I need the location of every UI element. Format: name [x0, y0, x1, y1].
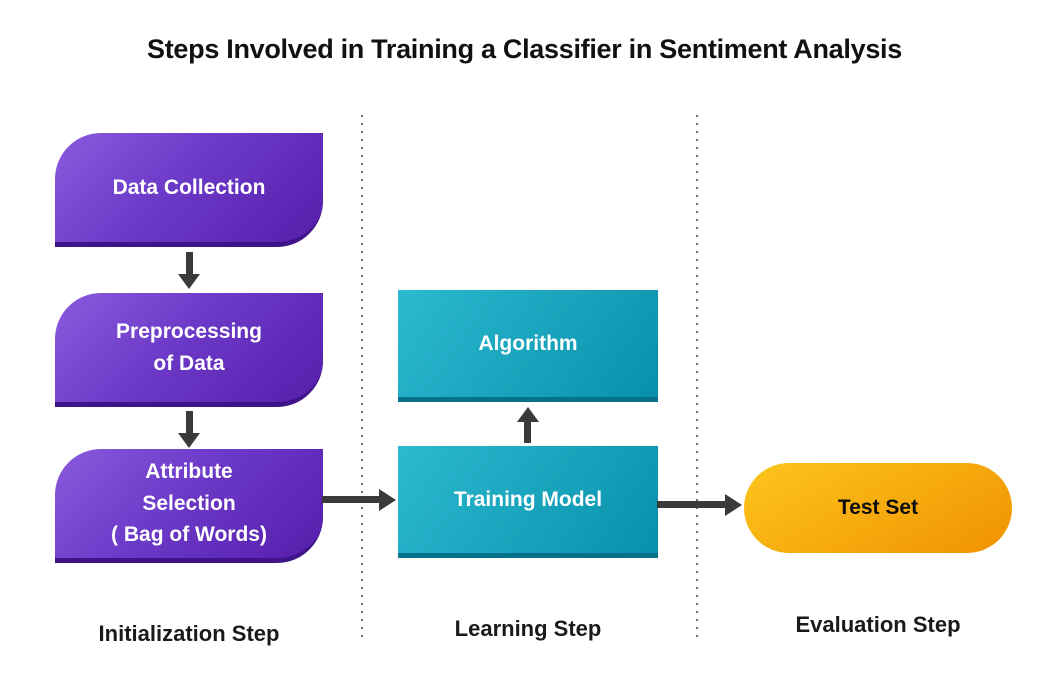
arrow-up-head-icon	[517, 407, 539, 422]
arrow-right-head-icon	[725, 494, 742, 516]
diagram-title: Steps Involved in Training a Classifier …	[147, 34, 902, 64]
node-preprocessing-of-data: Preprocessing of Data	[55, 293, 323, 407]
arrow-down-shaft	[186, 252, 193, 275]
node-preprocessing-of-data-label: Preprocessing of Data	[116, 320, 262, 375]
step-label-learning: Learning Step	[454, 616, 602, 641]
arrow-down-head-icon	[178, 274, 200, 289]
node-data-collection: Data Collection	[55, 133, 323, 247]
arrow-down-shaft	[186, 411, 193, 434]
node-attribute-selection-label: Attribute Selection ( Bag of Words)	[111, 460, 267, 547]
step-label-evaluation: Evaluation Step	[795, 612, 961, 637]
section-divider-initialization-learning	[361, 115, 363, 643]
node-algorithm: Algorithm	[398, 290, 658, 402]
arrow-right-shaft	[657, 501, 726, 508]
node-test-set: Test Set	[744, 463, 1012, 553]
step-label-initialization: Initialization Step	[98, 621, 280, 646]
arrow-right-head-icon	[379, 489, 396, 511]
node-training-model: Training Model	[398, 446, 658, 558]
node-attribute-selection: Attribute Selection ( Bag of Words)	[55, 449, 323, 563]
node-algorithm-label: Algorithm	[478, 331, 578, 355]
node-training-model-label: Training Model	[453, 487, 603, 511]
arrow-down-head-icon	[178, 433, 200, 448]
node-data-collection-label: Data Collection	[112, 175, 266, 199]
section-divider-learning-evaluation	[696, 115, 698, 643]
node-test-set-label: Test Set	[837, 496, 919, 520]
arrow-right-shaft	[322, 496, 380, 503]
arrow-up-shaft	[524, 420, 531, 443]
